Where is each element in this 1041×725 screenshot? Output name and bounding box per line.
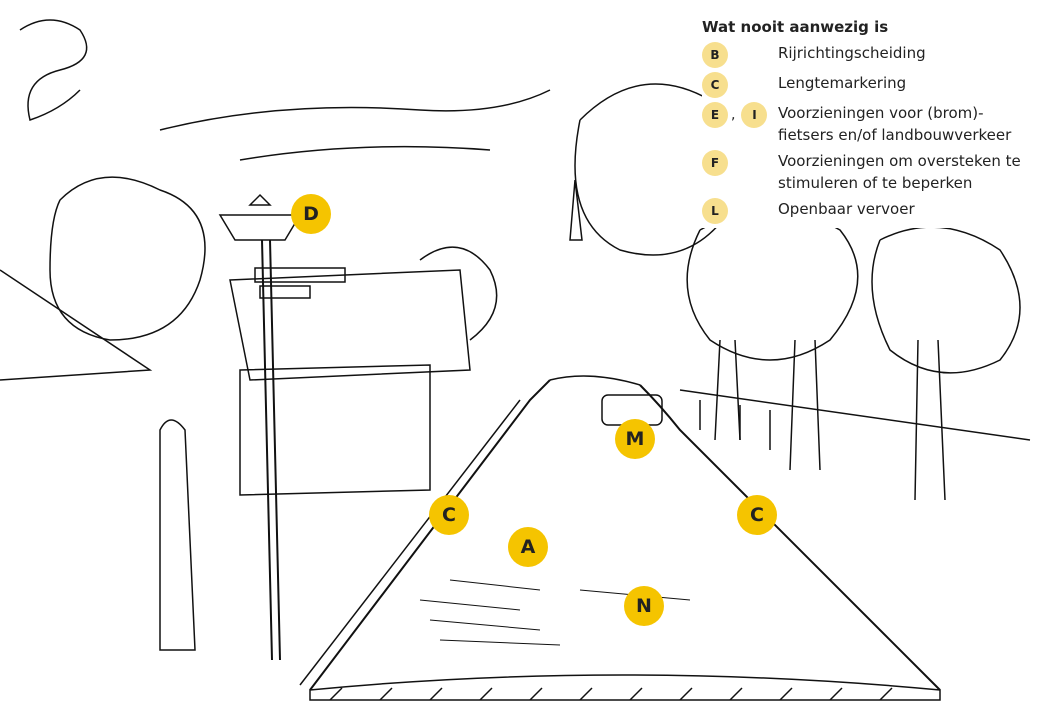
tree: [49, 176, 206, 341]
tree: [419, 246, 498, 341]
cloud-scribble: [19, 19, 88, 121]
legend-badge: C: [702, 72, 728, 98]
legend-label: Voorzieningen voor (brom)-fietsers en/of…: [778, 104, 1012, 144]
legend-label: Lengtemarkering: [778, 74, 907, 92]
left-roof: [0, 269, 153, 381]
tree-trunk: [714, 339, 946, 501]
legend-title: Wat nooit aanwezig is: [702, 18, 889, 36]
road-right-edge: [639, 384, 941, 691]
street-sign: [259, 285, 311, 299]
fence: [679, 389, 1031, 450]
hedge: [159, 419, 196, 651]
legend-badge: L: [702, 198, 728, 224]
marker-n: N: [624, 586, 664, 626]
cloud-line: [159, 89, 551, 131]
legend-item: L Openbaar vervoer: [702, 198, 1037, 224]
lamp-head: [218, 193, 302, 241]
curb: [309, 674, 941, 701]
legend-badge: B: [702, 42, 728, 68]
house-roof: [229, 269, 471, 381]
marker-d: D: [291, 194, 331, 234]
marker-c-left: C: [429, 495, 469, 535]
legend-separator: ,: [731, 107, 736, 123]
legend-badge: E: [702, 102, 728, 128]
road-far: [549, 375, 641, 386]
house-wall: [239, 364, 431, 496]
legend-item: F Voorzieningen om oversteken te stimule…: [702, 150, 1037, 194]
lamp-post: [261, 239, 281, 661]
legend-item: E , I Voorzieningen voor (brom)-fietsers…: [702, 102, 1037, 146]
cloud-line: [239, 145, 491, 161]
marker-m: M: [615, 419, 655, 459]
legend-item: C Lengtemarkering: [702, 72, 1037, 98]
legend-badge: F: [702, 150, 728, 176]
legend-item: B Rijrichtingscheiding: [702, 42, 1037, 68]
road-left-edge: [309, 379, 551, 691]
curb-hatching: [329, 687, 893, 701]
tree: [686, 209, 859, 361]
legend-label: Voorzieningen om oversteken te stimulere…: [778, 152, 1021, 192]
pavement-hatching: [419, 579, 691, 646]
legend-badge: I: [741, 102, 768, 128]
marker-a: A: [508, 527, 548, 567]
road-left-edge-inner: [299, 399, 521, 686]
legend-label: Openbaar vervoer: [778, 200, 915, 218]
tree: [871, 226, 1021, 374]
legend-label: Rijrichtingscheiding: [778, 44, 926, 62]
marker-c-right: C: [737, 495, 777, 535]
legend: Wat nooit aanwezig is B Rijrichtingschei…: [702, 18, 1037, 228]
church-spire: [569, 179, 583, 241]
